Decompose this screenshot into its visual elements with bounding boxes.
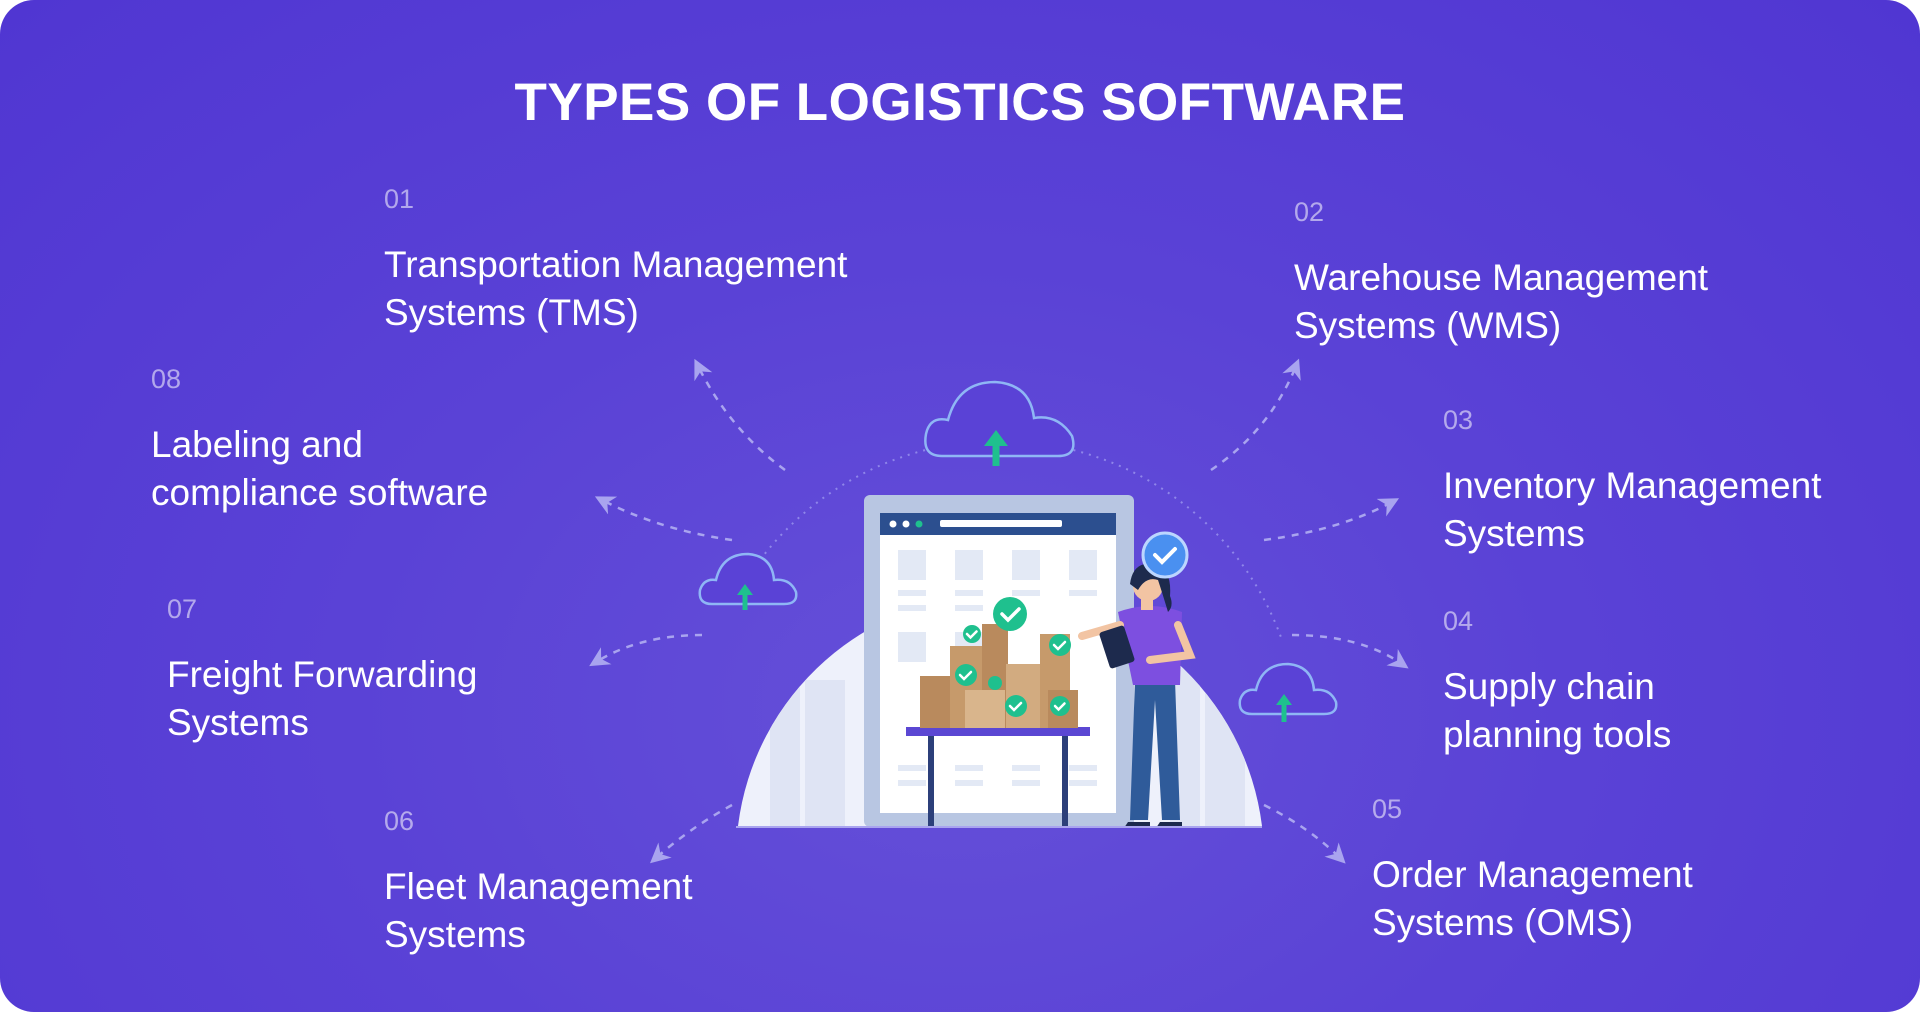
arrow-icon bbox=[1291, 633, 1409, 669]
item-number: 03 bbox=[1443, 405, 1474, 435]
check-icon bbox=[988, 676, 1002, 690]
item-label: Warehouse Management Systems (WMS) bbox=[1294, 254, 1708, 350]
arrow-icon bbox=[1263, 498, 1400, 542]
item-number: 04 bbox=[1443, 606, 1474, 636]
item-label: Inventory Management Systems bbox=[1443, 462, 1821, 558]
cloud-upload-icon bbox=[1238, 662, 1338, 722]
item-08-labeling: 08 Labeling and compliance software bbox=[151, 364, 488, 517]
item-label-line2: compliance software bbox=[151, 472, 489, 513]
cloud-upload-icon bbox=[924, 380, 1075, 466]
arrows bbox=[589, 358, 1409, 864]
item-number: 07 bbox=[167, 594, 198, 624]
item-number: 06 bbox=[384, 806, 415, 836]
item-label: Freight Forwarding Systems bbox=[167, 651, 478, 747]
check-badges bbox=[955, 597, 1071, 717]
check-icon bbox=[1050, 696, 1070, 716]
item-label-line2: planning tools bbox=[1443, 714, 1672, 755]
item-05-oms: 05 Order Management Systems (OMS) bbox=[1372, 794, 1693, 947]
arrow-icon bbox=[1210, 358, 1301, 472]
item-label-line2: Systems bbox=[384, 914, 526, 955]
item-label-line1: Warehouse Management bbox=[1294, 257, 1709, 298]
arrow-icon bbox=[694, 358, 786, 472]
item-07-freight: 07 Freight Forwarding Systems bbox=[167, 594, 478, 747]
item-label: Labeling and compliance software bbox=[151, 421, 488, 517]
check-icon bbox=[1049, 634, 1071, 656]
item-label: Transportation Management Systems (TMS) bbox=[384, 241, 847, 337]
item-label-line2: Systems bbox=[167, 702, 309, 743]
item-03-inventory: 03 Inventory Management Systems bbox=[1443, 405, 1821, 558]
item-label-line2: Systems (OMS) bbox=[1372, 902, 1634, 943]
item-label-line1: Inventory Management bbox=[1443, 465, 1822, 506]
item-label: Order Management Systems (OMS) bbox=[1372, 851, 1693, 947]
item-02-wms: 02 Warehouse Management Systems (WMS) bbox=[1294, 197, 1708, 350]
item-label-line2: Systems (WMS) bbox=[1294, 305, 1562, 346]
cloud-upload-icon bbox=[698, 552, 798, 610]
check-icon bbox=[993, 597, 1027, 631]
check-icon bbox=[1005, 695, 1027, 717]
arrow-icon bbox=[594, 496, 733, 542]
item-number: 02 bbox=[1294, 197, 1325, 227]
check-icon bbox=[963, 625, 981, 643]
item-label-line1: Transportation Management bbox=[384, 244, 848, 285]
item-label-line1: Fleet Management bbox=[384, 866, 693, 907]
arrow-icon bbox=[650, 803, 733, 864]
item-label-line1: Freight Forwarding bbox=[167, 654, 478, 695]
arrow-icon bbox=[1263, 803, 1346, 864]
item-number: 05 bbox=[1372, 794, 1403, 824]
item-label-line1: Supply chain bbox=[1443, 666, 1655, 707]
item-number: 08 bbox=[151, 364, 182, 394]
item-label-line2: Systems bbox=[1443, 513, 1585, 554]
page-title: TYPES OF LOGISTICS SOFTWARE bbox=[514, 73, 1406, 132]
item-number: 01 bbox=[384, 184, 415, 214]
table bbox=[906, 727, 1090, 828]
check-icon bbox=[1141, 531, 1189, 579]
item-label-line1: Labeling and bbox=[151, 424, 363, 465]
item-01-tms: 01 Transportation Management Systems (TM… bbox=[384, 184, 847, 337]
check-icon bbox=[955, 664, 977, 686]
item-label: Fleet Management Systems bbox=[384, 863, 693, 959]
item-label-line2: Systems (TMS) bbox=[384, 292, 639, 333]
item-label: Supply chain planning tools bbox=[1443, 663, 1671, 759]
arrow-icon bbox=[589, 633, 703, 667]
item-label-line1: Order Management bbox=[1372, 854, 1693, 895]
item-06-fleet: 06 Fleet Management Systems bbox=[384, 806, 693, 959]
item-04-supply-chain: 04 Supply chain planning tools bbox=[1443, 606, 1671, 759]
